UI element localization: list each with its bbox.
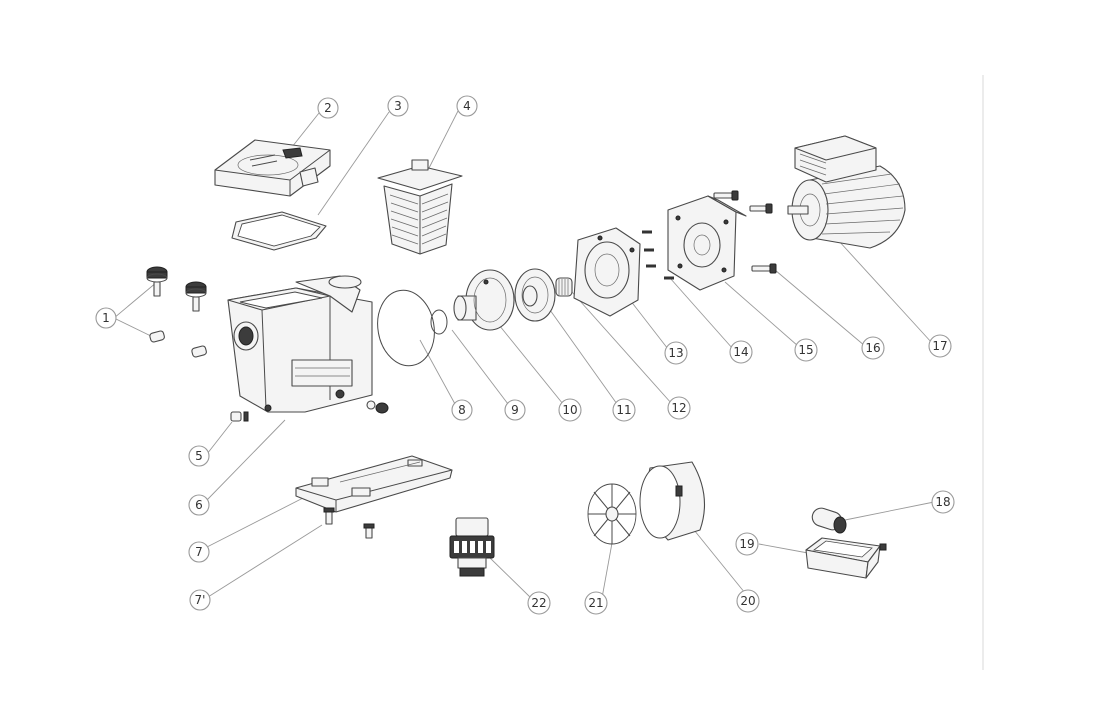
housing-o-ring [377, 289, 435, 367]
callout-7-prime: 7' [189, 589, 211, 611]
lid-gasket [231, 211, 327, 251]
callout-11-label: 11 [616, 403, 631, 417]
callout-21: 21 [584, 591, 608, 615]
callout-15: 15 [794, 338, 818, 362]
capacitor [811, 507, 847, 534]
callout-13: 13 [664, 341, 688, 365]
union-connector [449, 517, 495, 577]
callout-10: 10 [558, 398, 582, 422]
callout-17-label: 17 [932, 339, 947, 353]
base-screws [323, 507, 375, 539]
callout-3: 3 [387, 95, 409, 117]
callout-12-label: 12 [671, 401, 686, 415]
diffuser-o-ring [430, 309, 448, 335]
motor-adapter [667, 195, 747, 291]
motor-fan [587, 483, 637, 545]
callout-15-label: 15 [798, 343, 813, 357]
callout-9: 9 [504, 399, 526, 421]
pump-lid [214, 139, 331, 197]
fan-cover [639, 461, 705, 541]
callout-4-label: 4 [463, 99, 471, 113]
callout-7: 7 [188, 541, 210, 563]
callout-19-label: 19 [739, 537, 754, 551]
callout-13-label: 13 [668, 346, 683, 360]
callout-17: 17 [928, 334, 952, 358]
callout-20: 20 [736, 589, 760, 613]
callout-4: 4 [456, 95, 478, 117]
callout-3-label: 3 [394, 99, 402, 113]
mechanical-seal [555, 277, 573, 297]
strainer-basket [377, 159, 463, 255]
callout-8: 8 [451, 399, 473, 421]
terminal-box [805, 537, 887, 579]
callout-18-label: 18 [935, 495, 950, 509]
diffuser [453, 269, 515, 331]
seal-plate [573, 227, 641, 317]
callout-7-prime-label: 7' [195, 593, 206, 607]
callout-16: 16 [861, 336, 885, 360]
callout-6: 6 [188, 494, 210, 516]
motor [787, 135, 906, 249]
callout-18: 18 [931, 490, 955, 514]
callout-1: 1 [95, 307, 117, 329]
callout-2: 2 [317, 97, 339, 119]
pump-housing [227, 275, 373, 413]
callout-8-label: 8 [458, 403, 466, 417]
callout-20-label: 20 [740, 594, 755, 608]
callout-7-label: 7 [195, 545, 203, 559]
callout-11: 11 [612, 398, 636, 422]
callout-16-label: 16 [865, 341, 880, 355]
callout-12: 12 [667, 396, 691, 420]
callout-10-label: 10 [562, 403, 577, 417]
callout-19: 19 [735, 532, 759, 556]
callout-21-label: 21 [588, 596, 603, 610]
seal-plate-screws [642, 230, 674, 280]
pump-base [295, 455, 453, 513]
lid-knob-set [146, 266, 207, 358]
callout-22: 22 [527, 591, 551, 615]
callout-14: 14 [729, 340, 753, 364]
callout-5: 5 [188, 445, 210, 467]
callout-22-label: 22 [531, 596, 546, 610]
impeller [514, 268, 556, 322]
callout-1-label: 1 [102, 311, 110, 325]
callout-2-label: 2 [324, 101, 332, 115]
leader-lines [113, 110, 935, 599]
drain-plugs [230, 400, 389, 422]
callout-6-label: 6 [195, 498, 203, 512]
callout-14-label: 14 [733, 345, 748, 359]
callout-9-label: 9 [511, 403, 519, 417]
motor-bolts [713, 190, 777, 274]
callout-5-label: 5 [195, 449, 203, 463]
